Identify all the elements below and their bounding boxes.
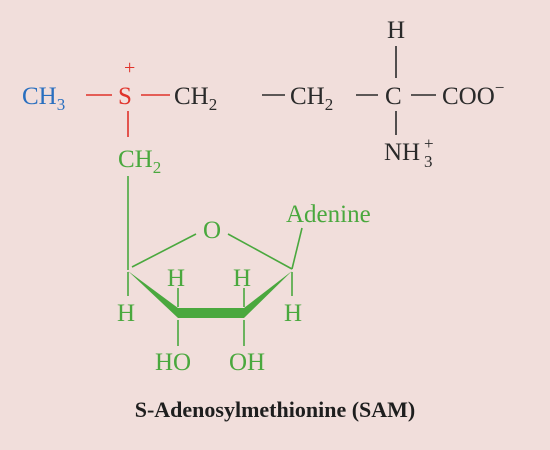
hydroxyl-right: OH — [229, 349, 265, 376]
amino-subscript: 3 — [424, 152, 433, 171]
carboxylate-group: COO− — [442, 78, 504, 110]
adenine-label: Adenine — [286, 201, 371, 228]
methylene-group-2: CH2 — [290, 83, 333, 114]
wedge-bond-c3-c1 — [244, 271, 292, 318]
wedge-bond-c4-c2 — [128, 271, 178, 318]
amino-group: NH — [384, 139, 420, 166]
bond-c1-adenine — [291, 227, 303, 270]
ribose-methylene: CH2 — [118, 146, 161, 177]
alpha-hydrogen: H — [387, 17, 405, 44]
amino-charge: + — [424, 134, 434, 153]
ring-h-right: H — [284, 300, 302, 327]
hydroxyl-left: HO — [155, 349, 191, 376]
figure-caption: S-Adenosylmethionine (SAM) — [134, 397, 416, 422]
methylene-group-1: CH2 — [174, 83, 217, 114]
ring-h-left: H — [117, 300, 135, 327]
methyl-group: CH3 — [22, 83, 65, 114]
ring-oxygen: O — [203, 217, 221, 244]
bond-ring-oxygen-c1 — [227, 233, 293, 270]
wedge-bond-c2-c3 — [178, 308, 244, 318]
sulfur-atom: S — [118, 83, 132, 110]
bond-c4-ring-oxygen — [131, 233, 197, 268]
sulfonium-charge: + — [124, 57, 135, 79]
alpha-carbon: C — [385, 83, 402, 110]
ring-h-c2: H — [167, 265, 185, 292]
ring-h-c3: H — [233, 265, 251, 292]
